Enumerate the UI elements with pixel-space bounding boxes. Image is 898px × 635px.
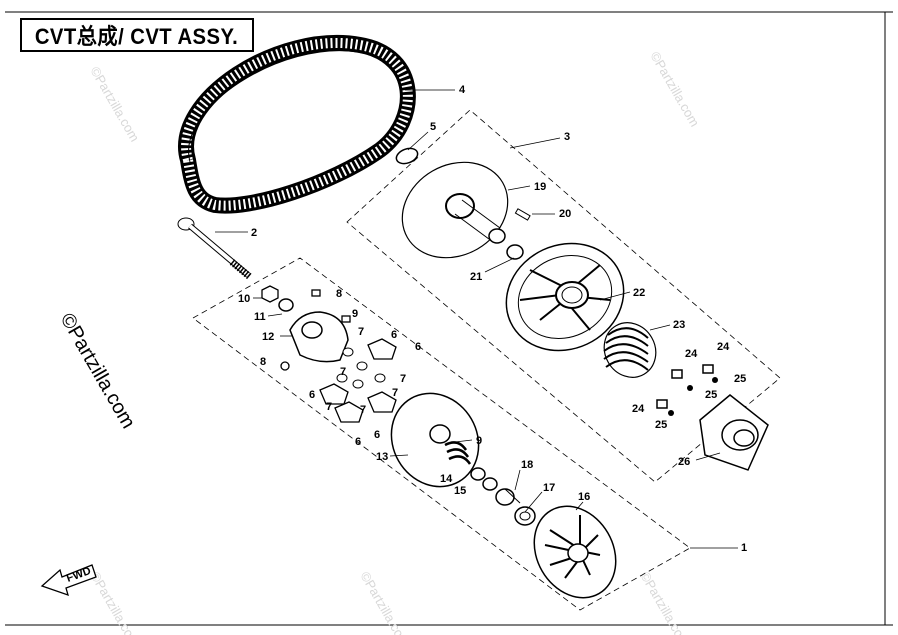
callout-19: 19 [534,181,546,193]
callout-7e: 7 [392,387,398,399]
callout-22: 22 [633,287,645,299]
callout-7c: 7 [400,373,406,385]
bushing-15 [482,477,498,491]
callout-9: 9 [476,435,482,447]
slider-parts [656,364,718,416]
callout-6a: 6 [391,329,397,341]
bushing-14 [470,467,486,481]
callout-24b: 24 [717,341,730,353]
callout-1: 1 [741,542,747,554]
callout-labels: 4 5 3 19 20 21 22 23 24 24 24 25 25 25 2… [238,84,747,554]
callout-25c: 25 [655,419,667,431]
callout-25b: 25 [705,389,717,401]
nut [261,285,279,303]
callout-10: 10 [238,293,250,305]
watermark-2: ©Partzilla.com [647,49,702,129]
callout-23: 23 [673,319,685,331]
callout-2: 2 [251,227,257,239]
callout-18: 18 [521,459,533,471]
callout-6e: 6 [374,429,380,441]
roller-weights [280,289,397,423]
callout-7b: 7 [340,366,346,378]
callout-3: 3 [564,131,570,143]
driven-fixed-sheave [533,505,617,599]
callout-21: 21 [470,271,482,283]
callout-8b: 8 [336,288,342,300]
title-box: CVT总成/ CVT ASSY. [20,18,254,52]
cvt-belt [178,35,416,214]
key [514,208,531,221]
spring [603,322,657,378]
diagram-title: CVT总成/ CVT ASSY. [35,24,239,49]
fwd-arrow: FWD [40,564,97,597]
callout-7f: 7 [360,404,366,416]
watermark-main: ©Partzilla.com [56,310,140,433]
callout-20: 20 [559,208,571,220]
callout-24c: 24 [632,403,645,415]
callout-12: 12 [262,331,274,343]
o-ring [395,147,419,165]
callout-24a: 24 [685,348,698,360]
callout-11: 11 [254,311,266,323]
bolt [177,217,253,280]
watermark-1: ©Partzilla.com [87,64,142,144]
callout-5: 5 [430,121,436,133]
callout-16: 16 [578,491,590,503]
washer [278,298,294,312]
snap-ring [506,244,524,260]
drive-pulley-group-outline [346,109,781,483]
spider [289,311,349,363]
callout-17: 17 [543,482,555,494]
callout-8a: 8 [260,356,266,368]
callout-25a: 25 [734,373,746,385]
callout-7d: 7 [326,401,332,413]
callout-26: 26 [678,456,690,468]
spider-cover [699,394,769,471]
callout-6b: 6 [415,341,421,353]
leader-lines [215,89,738,549]
driven-pulley-group-outline [192,257,691,611]
callout-4: 4 [459,84,466,96]
driven-movable-sheave [390,392,480,488]
callout-13: 13 [376,451,388,463]
callout-8c: 9 [352,308,358,320]
callout-15: 15 [454,485,466,497]
driven-spring [444,441,472,465]
callout-7a: 7 [358,326,364,338]
movable-sheave [505,242,625,352]
callout-6d: 6 [355,436,361,448]
bearing-17 [514,506,536,526]
callout-14: 14 [440,473,453,485]
fixed-sheave [401,161,509,259]
callout-6c: 6 [309,389,315,401]
bearing-18 [495,488,521,506]
